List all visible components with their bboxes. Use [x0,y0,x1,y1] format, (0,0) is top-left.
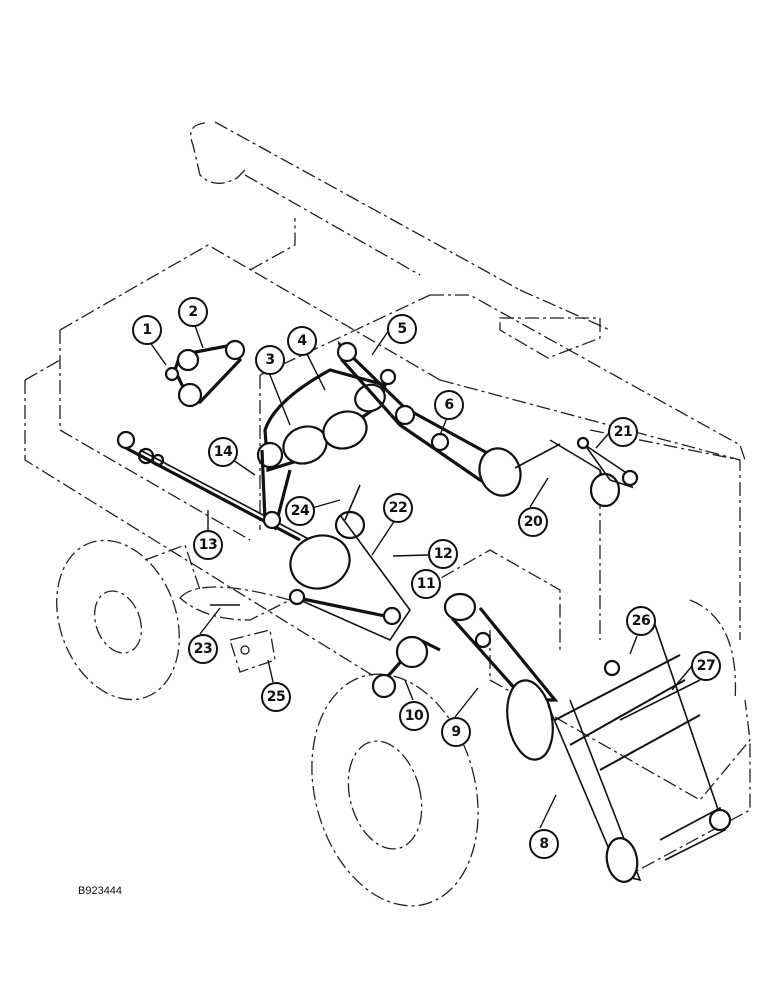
drive-5-6 [336,340,522,497]
callout-12: 12 [428,539,458,569]
callout-3: 3 [255,345,285,375]
drive-20-21 [514,436,639,508]
figure-code: B923444 [78,885,123,897]
callout-9: 9 [441,717,471,747]
callout-26: 26 [626,606,656,636]
drive-11-12-22-24 [288,484,411,642]
callout-14: 14 [208,437,238,467]
callout-20: 20 [518,507,548,537]
callout-5: 5 [387,314,417,344]
drive-9 [443,592,559,761]
callout-2: 2 [178,297,208,327]
callout-1: 1 [132,315,162,345]
callout-22: 22 [383,493,413,523]
front-wheel-outline [311,673,479,907]
drive-3-4 [256,368,387,473]
callout-4: 4 [287,326,317,356]
rear-wheel-outline [56,539,201,701]
callout-21: 21 [608,417,638,447]
callout-23: 23 [188,634,218,664]
callout-8: 8 [529,829,559,859]
callout-11: 11 [411,569,441,599]
brackets-23-25 [179,586,292,673]
chassis-outline [24,359,751,881]
right-wheel-outline [689,599,737,701]
grain-tank-outline [59,218,746,640]
unloading-auger-outline [190,121,611,359]
drive-1-2 [164,339,246,408]
feeder-conveyor-8-27 [547,609,732,883]
drive-10 [371,635,441,699]
callout-25: 25 [261,682,291,712]
callout-6: 6 [434,390,464,420]
callout-10: 10 [399,701,429,731]
callout-24: 24 [285,496,315,526]
drive-14 [260,449,292,531]
callout-13: 13 [193,530,223,560]
callout-27: 27 [691,651,721,681]
